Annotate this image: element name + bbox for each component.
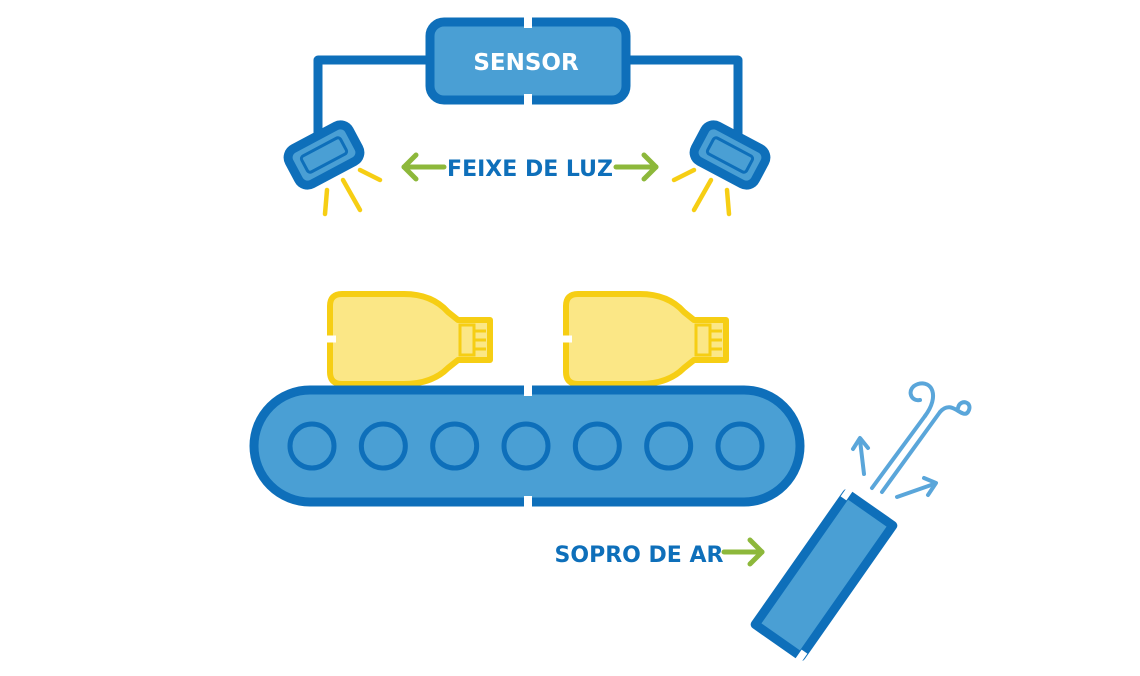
sensor-box: SENSOR: [425, 16, 631, 106]
air-blow-label: SOPRO DE AR: [555, 543, 724, 568]
light-beam-label: FEIXE DE LUZ: [447, 157, 613, 182]
left-emitter-icon: [283, 120, 383, 217]
sensor-wires: [313, 55, 743, 147]
left-wire: [313, 55, 435, 147]
conveyor-roller: [715, 421, 765, 471]
conveyor-roller: [430, 421, 480, 471]
conveyor-roller: [572, 421, 622, 471]
sensor-label: SENSOR: [473, 50, 579, 76]
right-light-rays: [671, 167, 732, 217]
conveyor-rollers: [287, 421, 765, 471]
left-light-rays: [322, 167, 383, 217]
bottle-icon: [324, 291, 493, 387]
conveyor-belt-icon: [249, 384, 805, 508]
right-emitter-icon: [671, 120, 771, 217]
conveyor-roller: [287, 421, 337, 471]
conveyor-roller: [644, 421, 694, 471]
bottle-icon: [560, 291, 729, 387]
conveyor-roller: [501, 421, 551, 471]
air-flow-icon: [851, 381, 972, 499]
air-nozzle-icon: [750, 486, 898, 664]
right-wire: [621, 55, 743, 147]
light-beam: FEIXE DE LUZ: [401, 152, 659, 182]
arrow-right-icon: [721, 537, 765, 567]
arrow-right-icon: [613, 152, 659, 182]
conveyor-roller: [358, 421, 408, 471]
air-blow: SOPRO DE AR: [555, 537, 765, 568]
arrow-left-icon: [401, 152, 447, 182]
